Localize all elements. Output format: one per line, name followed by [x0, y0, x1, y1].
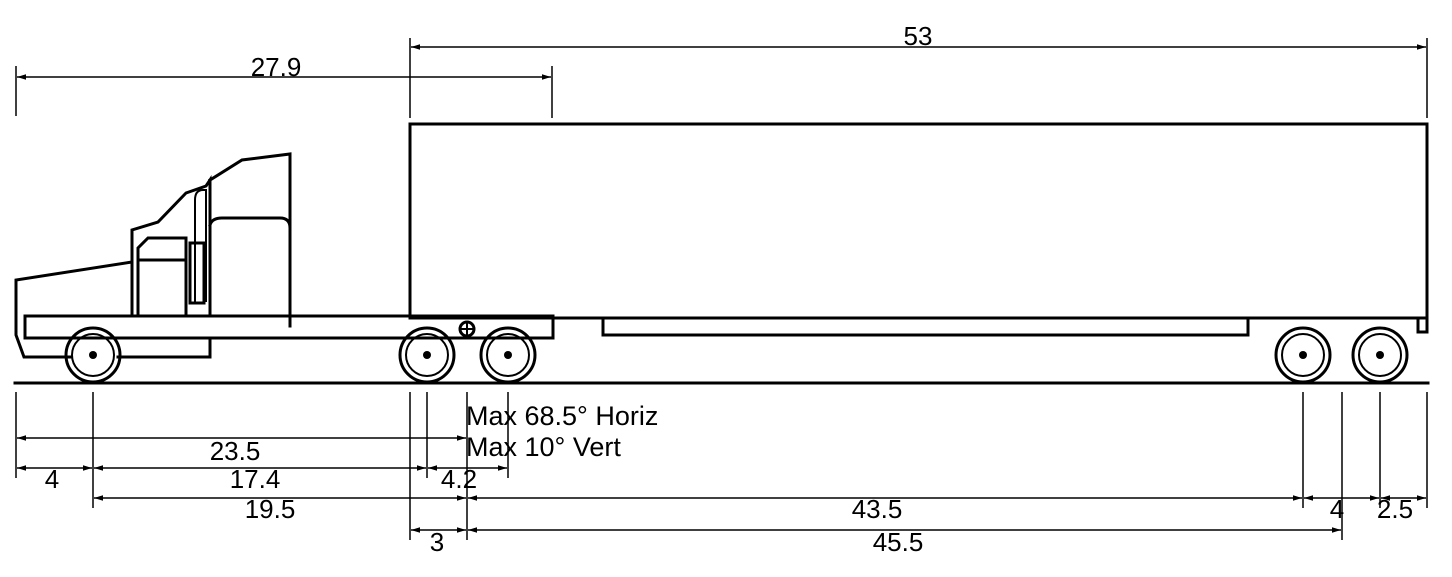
svg-text:43.5: 43.5 — [852, 494, 903, 524]
front-bumper — [14, 314, 72, 359]
extension-lines — [15, 392, 1428, 540]
kingpin — [458, 320, 476, 338]
svg-text:4: 4 — [45, 464, 59, 494]
drive-wheel-rear — [479, 326, 537, 384]
note-vertical-articulation: Max 10° Vert — [466, 432, 621, 462]
svg-text:4: 4 — [1330, 494, 1344, 524]
steer-wheel — [64, 326, 122, 384]
note-horizontal-articulation: Max 68.5° Horiz — [466, 401, 658, 431]
drive-wheel-front — [398, 326, 456, 384]
svg-text:4.2: 4.2 — [441, 464, 477, 494]
trailer-wheel-rear — [1351, 326, 1409, 384]
dim-label-27-9: 27.9 — [251, 52, 302, 82]
svg-text:45.5: 45.5 — [873, 527, 924, 557]
trailer-box — [408, 122, 1429, 320]
dim-cab-to-fifth: 27.9 — [15, 52, 553, 118]
svg-text:17.4: 17.4 — [230, 464, 281, 494]
trailer-rear-bumper — [1416, 316, 1429, 334]
tractor — [14, 152, 555, 359]
exhaust-stack — [194, 189, 207, 302]
dim-row-wheelbase: 4 17.4 4.2 — [17, 464, 507, 494]
dim-label-53: 53 — [904, 21, 933, 51]
tractor-hood — [14, 260, 134, 318]
dim-front-to-kingpin: 23.5 — [17, 435, 466, 466]
trailer-wheel-front — [1274, 326, 1332, 384]
dim-row-spacing: 19.5 43.5 4 2.5 — [94, 494, 1426, 524]
svg-text:3: 3 — [430, 527, 444, 557]
cab — [130, 175, 212, 318]
svg-text:2.5: 2.5 — [1377, 494, 1413, 524]
sleeper — [207, 152, 292, 328]
trailer-side-skirt — [601, 316, 1250, 337]
svg-text:19.5: 19.5 — [245, 494, 296, 524]
svg-text:23.5: 23.5 — [210, 436, 261, 466]
cab-window — [136, 236, 188, 318]
dim-row-kingpin: 3 45.5 — [411, 527, 1341, 557]
dim-trailer-length: 53 — [409, 21, 1428, 118]
